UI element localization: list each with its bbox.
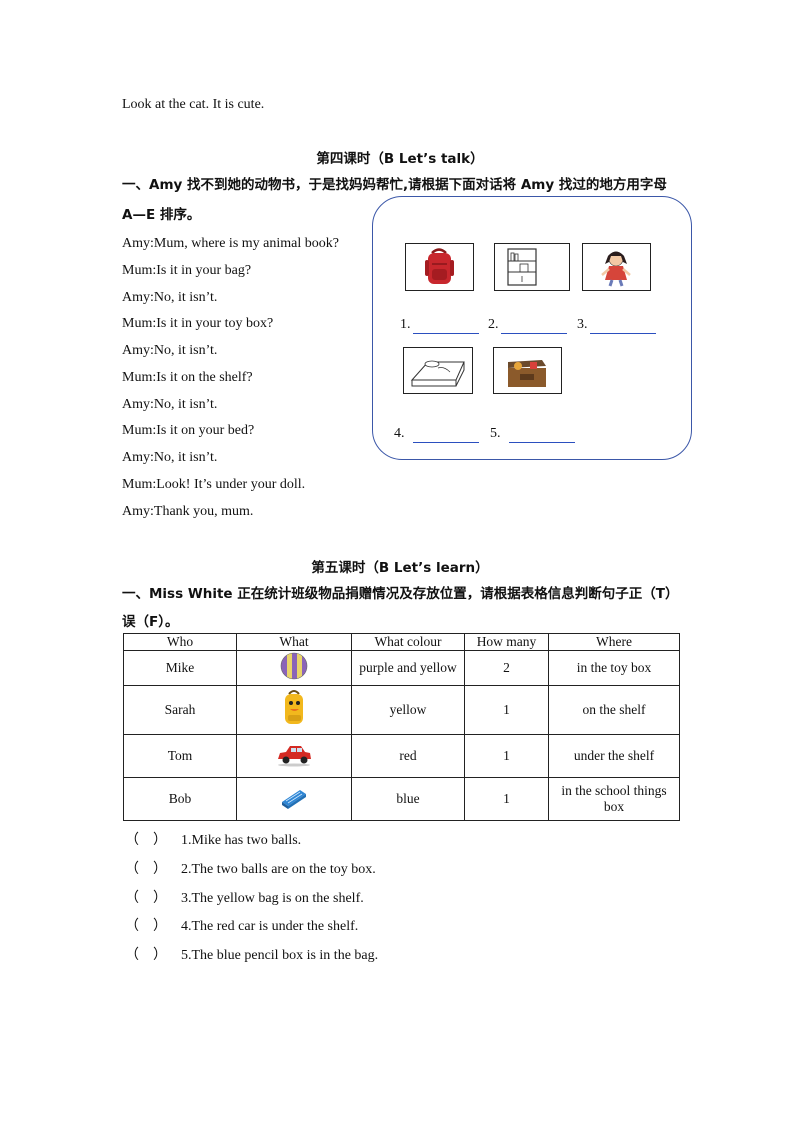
lesson4-heading: 第四课时（B Let’s talk） [316, 151, 484, 167]
blank-number: 4. [394, 426, 405, 441]
cell-who: Sarah [123, 685, 237, 735]
info-table-wrapper: Who What What colour How many Where Mike [123, 633, 680, 821]
statement-1: （） 1.Mike has two balls. [125, 832, 301, 850]
shelf-icon [507, 248, 537, 286]
statement-5: （） 5.The blue pencil box is in the bag. [125, 947, 378, 965]
answer-parentheses[interactable]: （） [125, 862, 167, 877]
blank-5[interactable]: 5. [490, 425, 575, 443]
intro-sentence: Look at the cat. It is cute. [122, 97, 265, 112]
statement-text: 1.Mike has two balls. [181, 833, 302, 848]
cell-colour: red [351, 734, 465, 778]
info-table: Who What What colour How many Where Mike [123, 633, 680, 821]
pencil-box-icon [282, 790, 306, 809]
cell-colour: yellow [351, 685, 465, 735]
answer-line[interactable] [500, 319, 567, 334]
answer-parentheses[interactable]: （） [125, 833, 167, 848]
statement-4: （） 4.The red car is under the shelf. [125, 918, 358, 936]
blank-2[interactable]: 2. [488, 316, 567, 334]
lesson5-heading: 第五课时（B Let’s learn） [311, 560, 489, 576]
cell-what [236, 650, 352, 686]
cell-where: on the shelf [548, 685, 680, 735]
picture-doll [582, 243, 651, 291]
dialogue-line: Amy:Mum, where is my animal book? [122, 236, 339, 251]
blank-4[interactable]: 4. [394, 425, 479, 443]
cell-count: 1 [464, 685, 549, 735]
lesson4-instruction-line2: A—E 排序。 [122, 207, 201, 223]
bag-icon [285, 690, 303, 724]
cell-what [236, 685, 352, 735]
cell-count: 1 [464, 734, 549, 778]
statement-text: 2.The two balls are on the toy box. [181, 862, 376, 877]
blank-number: 1. [400, 317, 411, 332]
lesson4-instruction-line1: 一、Amy 找不到她的动物书，于是找妈妈帮忙,请根据下面对话将 Amy 找过的地… [122, 177, 667, 193]
picture-bed [403, 347, 473, 394]
dialogue-line: Amy:No, it isn’t. [122, 397, 218, 412]
table-row: Tom red 1 under the shelf [123, 734, 680, 778]
cell-colour: purple and yellow [351, 650, 465, 686]
blank-number: 5. [490, 426, 501, 441]
dialogue-line: Mum:Is it in your bag? [122, 263, 252, 278]
picture-panel [372, 196, 692, 460]
blank-number: 2. [488, 317, 499, 332]
table-header-row: Who What What colour How many Where [123, 633, 680, 651]
bed-icon [410, 360, 465, 387]
answer-parentheses[interactable]: （） [125, 919, 167, 934]
school-bag-icon [425, 248, 454, 284]
blank-1[interactable]: 1. [400, 316, 479, 334]
picture-shelf [494, 243, 570, 291]
cell-where: under the shelf [548, 734, 680, 778]
cell-what [236, 734, 352, 778]
cell-where: in the school things box [548, 777, 680, 821]
cell-what [236, 777, 352, 821]
lesson5-instruction-line1: 一、Miss White 正在统计班级物品捐赠情况及存放位置，请根据表格信息判断… [122, 586, 679, 602]
blank-number: 3. [577, 317, 588, 332]
dialogue-line: Amy:Thank you, mum. [122, 504, 254, 519]
statement-2: （） 2.The two balls are on the toy box. [125, 861, 376, 879]
cell-who: Tom [123, 734, 237, 778]
cell-count: 1 [464, 777, 549, 821]
dialogue-line: Amy:No, it isn’t. [122, 450, 218, 465]
answer-parentheses[interactable]: （） [125, 891, 167, 906]
blank-3[interactable]: 3. [577, 316, 656, 334]
table-row: Sarah yellow 1 on the shelf [123, 685, 680, 735]
dialogue-line: Mum:Is it on your bed? [122, 423, 255, 438]
table-row: Bob blue 1 in the school things box [123, 777, 680, 821]
header-who: Who [123, 633, 237, 651]
statement-text: 5.The blue pencil box is in the bag. [181, 948, 379, 963]
ball-icon [280, 652, 308, 680]
dialogue-line: Amy:No, it isn’t. [122, 290, 218, 305]
answer-line[interactable] [508, 428, 575, 443]
answer-line[interactable] [589, 319, 656, 334]
picture-toy-box [493, 347, 562, 394]
header-what: What [236, 633, 352, 651]
statement-3: （） 3.The yellow bag is on the shelf. [125, 890, 364, 908]
cell-count: 2 [464, 650, 549, 686]
answer-parentheses[interactable]: （） [125, 948, 167, 963]
answer-line[interactable] [412, 319, 479, 334]
dialogue-line: Mum:Is it in your toy box? [122, 316, 274, 331]
statement-text: 4.The red car is under the shelf. [181, 919, 359, 934]
dialogue-line: Mum:Is it on the shelf? [122, 370, 253, 385]
dialogue-line: Amy:No, it isn’t. [122, 343, 218, 358]
picture-bag [405, 243, 474, 291]
lesson5-instruction-line2: 误（F）。 [122, 614, 179, 630]
header-count: How many [464, 633, 549, 651]
car-icon [278, 746, 311, 767]
dialogue-line: Mum:Look! It’s under your doll. [122, 477, 306, 492]
toy-box-icon [508, 360, 546, 387]
statement-text: 3.The yellow bag is on the shelf. [181, 891, 364, 906]
answer-line[interactable] [412, 428, 479, 443]
cell-who: Mike [123, 650, 237, 686]
doll-icon [601, 251, 631, 287]
cell-where: in the toy box [548, 650, 680, 686]
cell-who: Bob [123, 777, 237, 821]
header-where: Where [548, 633, 680, 651]
header-colour: What colour [351, 633, 465, 651]
cell-colour: blue [351, 777, 465, 821]
table-row: Mike purple and yellow 2 in the toy box [123, 650, 680, 686]
